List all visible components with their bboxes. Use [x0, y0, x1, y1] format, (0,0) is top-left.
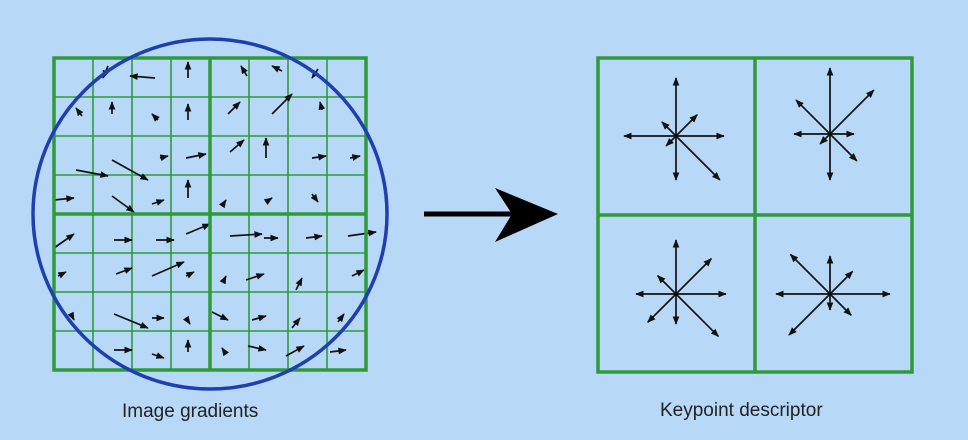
gradient-arrow: [151, 261, 185, 277]
gradient-arrow: [295, 277, 303, 291]
gradient-arrow: [218, 199, 227, 209]
gradient-arrow: [211, 311, 229, 321]
histogram-arrow: [665, 135, 677, 147]
gradient-arrow: [347, 229, 377, 237]
keypoint-descriptor-caption: Keypoint descriptor: [660, 400, 823, 421]
gradient-arrow: [247, 345, 267, 352]
gaussian-window-circle: [31, 37, 389, 391]
gradient-arrow: [75, 107, 84, 117]
gradient-arrow: [229, 139, 245, 153]
histogram-arrow: [647, 293, 677, 323]
gradient-arrow: [271, 93, 293, 115]
gradient-arrow: [240, 65, 248, 77]
histogram-arrow: [789, 253, 831, 295]
histogram-arrow: [829, 293, 852, 316]
gradient-arrow: [349, 154, 361, 161]
gradient-arrow: [151, 352, 165, 359]
gradient-arrow: [263, 197, 273, 206]
orientation-histograms: [623, 67, 891, 338]
gradient-arrow: [291, 317, 301, 329]
histogram-arrow: [657, 275, 677, 295]
gradient-arrow: [221, 347, 230, 357]
histogram-arrow: [829, 89, 875, 135]
gradient-arrow: [185, 271, 195, 279]
gradient-arrow: [305, 233, 323, 241]
gradient-arrow: [311, 153, 327, 161]
histogram-arrow: [675, 293, 720, 338]
image-gradients-caption: Image gradients: [122, 401, 259, 422]
gradient-arrow: [229, 231, 263, 238]
histogram-arrow: [788, 293, 831, 336]
gradient-arrow: [67, 311, 75, 321]
histogram-arrow: [795, 99, 831, 135]
gradient-arrow: [185, 223, 211, 235]
histogram-arrow: [675, 114, 698, 137]
gradient-arrow: [219, 275, 227, 285]
gradient-arrow: [129, 73, 156, 80]
right-arrow-icon: [424, 188, 558, 242]
image-gradients-panel: [31, 37, 389, 391]
gradient-arrow: [285, 345, 305, 357]
gradient-arrow: [336, 313, 345, 323]
descriptor-grid: [596, 56, 914, 374]
coarse-grid: [52, 56, 368, 372]
histogram-arrow: [829, 133, 858, 162]
gradient-arrow: [113, 313, 149, 329]
gradient-arrow: [151, 199, 165, 206]
gradient-arrow: [227, 101, 241, 115]
keypoint-descriptor-panel: [596, 56, 914, 374]
gradient-arrow: [329, 347, 347, 355]
gradient-arrow: [57, 271, 67, 279]
gradient-arrow: [318, 101, 326, 111]
gradient-arrow: [111, 195, 135, 213]
histogram-arrow: [819, 133, 831, 145]
gradient-arrow: [53, 195, 75, 203]
gradient-arrow: [151, 113, 160, 122]
histogram-arrow: [661, 121, 677, 137]
gradient-arrow: [53, 233, 75, 249]
histogram-arrow: [675, 135, 721, 181]
histogram-arrow: [829, 270, 854, 295]
gradient-arrow: [310, 193, 319, 203]
gradient-arrow: [182, 315, 191, 325]
gradient-arrow: [251, 314, 267, 322]
gradient-arrow: [75, 169, 109, 178]
gradient-arrow: [271, 65, 283, 73]
gradient-arrow: [115, 267, 133, 275]
gradient-arrow: [159, 154, 169, 162]
gradient-arrow: [351, 269, 365, 277]
gradient-arrows: [53, 61, 377, 359]
histogram-arrow: [675, 258, 712, 295]
gradient-arrow: [245, 273, 265, 281]
gradient-arrow: [185, 152, 207, 159]
gradient-arrow: [111, 159, 149, 181]
